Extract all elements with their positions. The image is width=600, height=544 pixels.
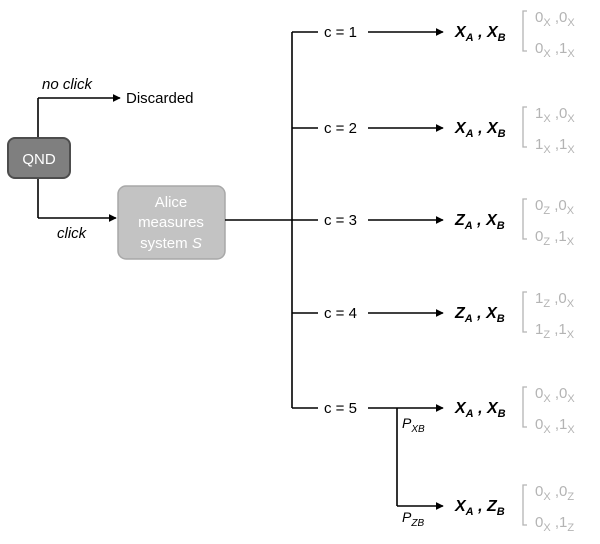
outcome-3-a: 0Z ,0X [535, 197, 575, 217]
no-click-label: no click [42, 76, 94, 93]
branch-label-c2: c = 2 [324, 120, 357, 137]
basis-label: XA , XB [454, 24, 506, 44]
basis-label: ZA , XB [454, 212, 505, 232]
outcome-2-a: 1X ,0X [535, 105, 575, 125]
outcome-5-zb-b: 0X ,1Z [535, 514, 574, 534]
qnd-box [7, 137, 71, 179]
basis-label: XA , XB [454, 120, 506, 140]
qnd-section: no click Discarded click QND [7, 76, 194, 242]
branch-label-c4: c = 4 [324, 305, 357, 322]
prob-label-zb: PZB [402, 509, 424, 529]
qnd-label: QND [22, 151, 56, 168]
outcome-1-b: 0X ,1X [535, 40, 575, 60]
outcome-bracket [522, 291, 527, 333]
outcome-2-b: 1X ,1X [535, 136, 575, 156]
alice-line-1: Alice [155, 194, 188, 211]
outcome-4-b: 1Z ,1X [535, 321, 575, 341]
outcome-1-a: 0X ,0X [535, 9, 575, 29]
click-label: click [57, 225, 88, 242]
alice-line-2: measures [138, 214, 204, 231]
basis-label: ZA , XB [454, 305, 505, 325]
outcome-bracket [522, 484, 527, 526]
alice-section: Alice measures system S [117, 32, 293, 408]
outcome-bracket [522, 386, 527, 428]
basis-label: XA , ZB [454, 498, 505, 518]
outcome-4-a: 1Z ,0X [535, 290, 575, 310]
outcome-3-b: 0Z ,1X [535, 228, 575, 248]
outcome-bracket [522, 10, 527, 52]
outcome-bracket [522, 106, 527, 148]
prob-label-xb: PXB [402, 415, 425, 435]
branch-label-c1: c = 1 [324, 24, 357, 41]
alice-line-3: system S [140, 235, 202, 252]
discarded-label: Discarded [126, 90, 194, 107]
basis-label: XA , XB [454, 400, 506, 420]
outcome-bracket [522, 198, 527, 240]
branch-label-c3: c = 3 [324, 212, 357, 229]
outcome-5-xb-a: 0X ,0X [535, 385, 575, 405]
branches: c = 1 XA , XB 0X ,0X 0X ,1X c = 2 XA , XB 1X ,… [292, 9, 575, 534]
alice-box [117, 185, 226, 260]
outcome-5-zb-a: 0X ,0Z [535, 483, 574, 503]
branch-label-c5: c = 5 [324, 400, 357, 417]
outcome-5-xb-b: 0X ,1X [535, 416, 575, 436]
